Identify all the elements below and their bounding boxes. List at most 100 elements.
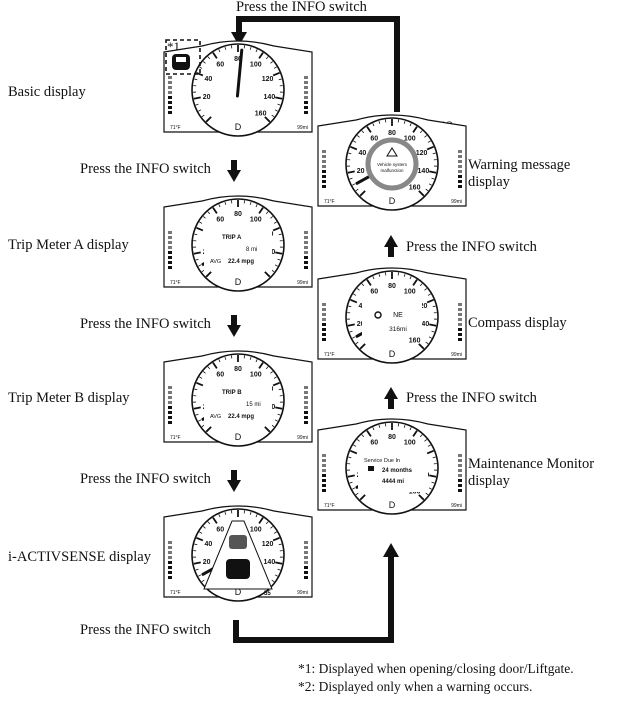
fuel-bar [322, 459, 326, 462]
temp-bar [304, 266, 308, 269]
dial-tick [264, 116, 271, 123]
warning-triangle-icon [386, 147, 398, 157]
tick-label: 120 [262, 541, 274, 548]
dial-tick [278, 78, 282, 81]
fuel-bar [168, 256, 172, 259]
avg-label: AVG [210, 259, 221, 265]
temp-bar [304, 541, 308, 544]
basic-display-label: Basic display [8, 84, 86, 100]
outside-temp: 71°F [324, 199, 335, 205]
tick-label: 40 [205, 76, 213, 83]
dial-tick [194, 388, 198, 391]
dial-tick [205, 426, 212, 433]
dial-tick [353, 444, 357, 447]
press-info-label-bottom: Press the INFO switch [80, 622, 211, 638]
dial-tick [278, 233, 282, 236]
temp-bar [304, 406, 308, 409]
tick-label: 60 [216, 216, 224, 223]
tick-label: 140 [264, 559, 276, 566]
fuel-bar [168, 421, 172, 424]
tick-label: 100 [404, 135, 416, 142]
outside-temp: 71°F [324, 503, 335, 509]
temp-bar [304, 236, 308, 239]
temp-bar [458, 484, 462, 487]
dial-tick [350, 449, 358, 455]
dial-tick [193, 561, 201, 565]
fuel-bar [168, 96, 172, 99]
dial-tick [273, 376, 277, 379]
dial-tick [355, 492, 359, 496]
press-info-label-3: Press the INFO switch [80, 471, 211, 487]
fuel-bar [322, 165, 326, 168]
press-info-label-up-1: Press the INFO switch [406, 239, 537, 255]
dial-tick [199, 531, 203, 534]
range-readout: 99mi [451, 503, 462, 509]
own-vehicle-icon [226, 559, 250, 579]
fuel-bar [322, 323, 326, 326]
fuel-bar [322, 160, 326, 163]
dial-tick [412, 279, 418, 286]
dial-tick [366, 279, 372, 286]
fuel-bar [322, 464, 326, 467]
avg-label: AVG [210, 414, 221, 420]
press-info-label-top: Press the INFO switch [236, 0, 367, 15]
range-readout: 99mi [451, 199, 462, 205]
fuel-bar [322, 175, 326, 178]
maintenance-display-label: Maintenance Monitor display [468, 456, 595, 489]
outside-temp: 71°F [170, 125, 181, 131]
maintenance-title: Service Due In [364, 458, 400, 464]
dial-tick [205, 271, 212, 278]
trip-title: TRIP A [222, 235, 242, 241]
dial-tick [199, 66, 203, 69]
temp-bar [458, 318, 462, 321]
dial-tick [350, 145, 358, 151]
tick-label: 80 [388, 283, 396, 290]
dial-tick [272, 536, 280, 542]
dial-tick [431, 177, 435, 180]
footnote-1: *1: Displayed when opening/closing door/… [298, 661, 574, 676]
compass-icon [374, 311, 382, 319]
dial-tick [353, 140, 357, 143]
dial-tick [426, 449, 434, 455]
dial-tick [196, 536, 204, 542]
temp-bar [304, 96, 308, 99]
temp-bar [304, 561, 308, 564]
dial-tick [265, 56, 269, 60]
dial-tick [249, 511, 252, 515]
dial-tick [218, 204, 221, 208]
tick-label: 100 [404, 288, 416, 295]
temp-bar [458, 155, 462, 158]
temp-bar [458, 323, 462, 326]
range-readout: 99mi [297, 125, 308, 131]
temp-bar [458, 489, 462, 492]
dial-tick [270, 371, 274, 374]
dial-tick [372, 276, 375, 280]
tick-label: 160 [409, 489, 421, 496]
loop-arrow-bottom [233, 555, 394, 643]
dial-tick [432, 305, 436, 308]
dial-tick [359, 343, 366, 350]
tick-label: 40 [359, 150, 367, 157]
dial-tick [275, 96, 283, 100]
temp-bar [304, 571, 308, 574]
fuel-bar [168, 251, 172, 254]
dial-tick [366, 126, 372, 133]
dial-tick [194, 78, 198, 81]
warning-line-1: Vehicle system [377, 162, 407, 167]
fuel-bar [322, 155, 326, 158]
speed-needle [235, 48, 244, 98]
dial-tick [349, 481, 353, 484]
fuel-bar [168, 386, 172, 389]
temp-bar [304, 556, 308, 559]
temp-bar [458, 303, 462, 306]
dial-tick [193, 406, 201, 410]
fuel-bar [322, 484, 326, 487]
dial-tick [249, 356, 252, 360]
tick-label: 40 [205, 541, 213, 548]
dial-tick [356, 135, 360, 138]
fuel-bar [168, 111, 172, 114]
